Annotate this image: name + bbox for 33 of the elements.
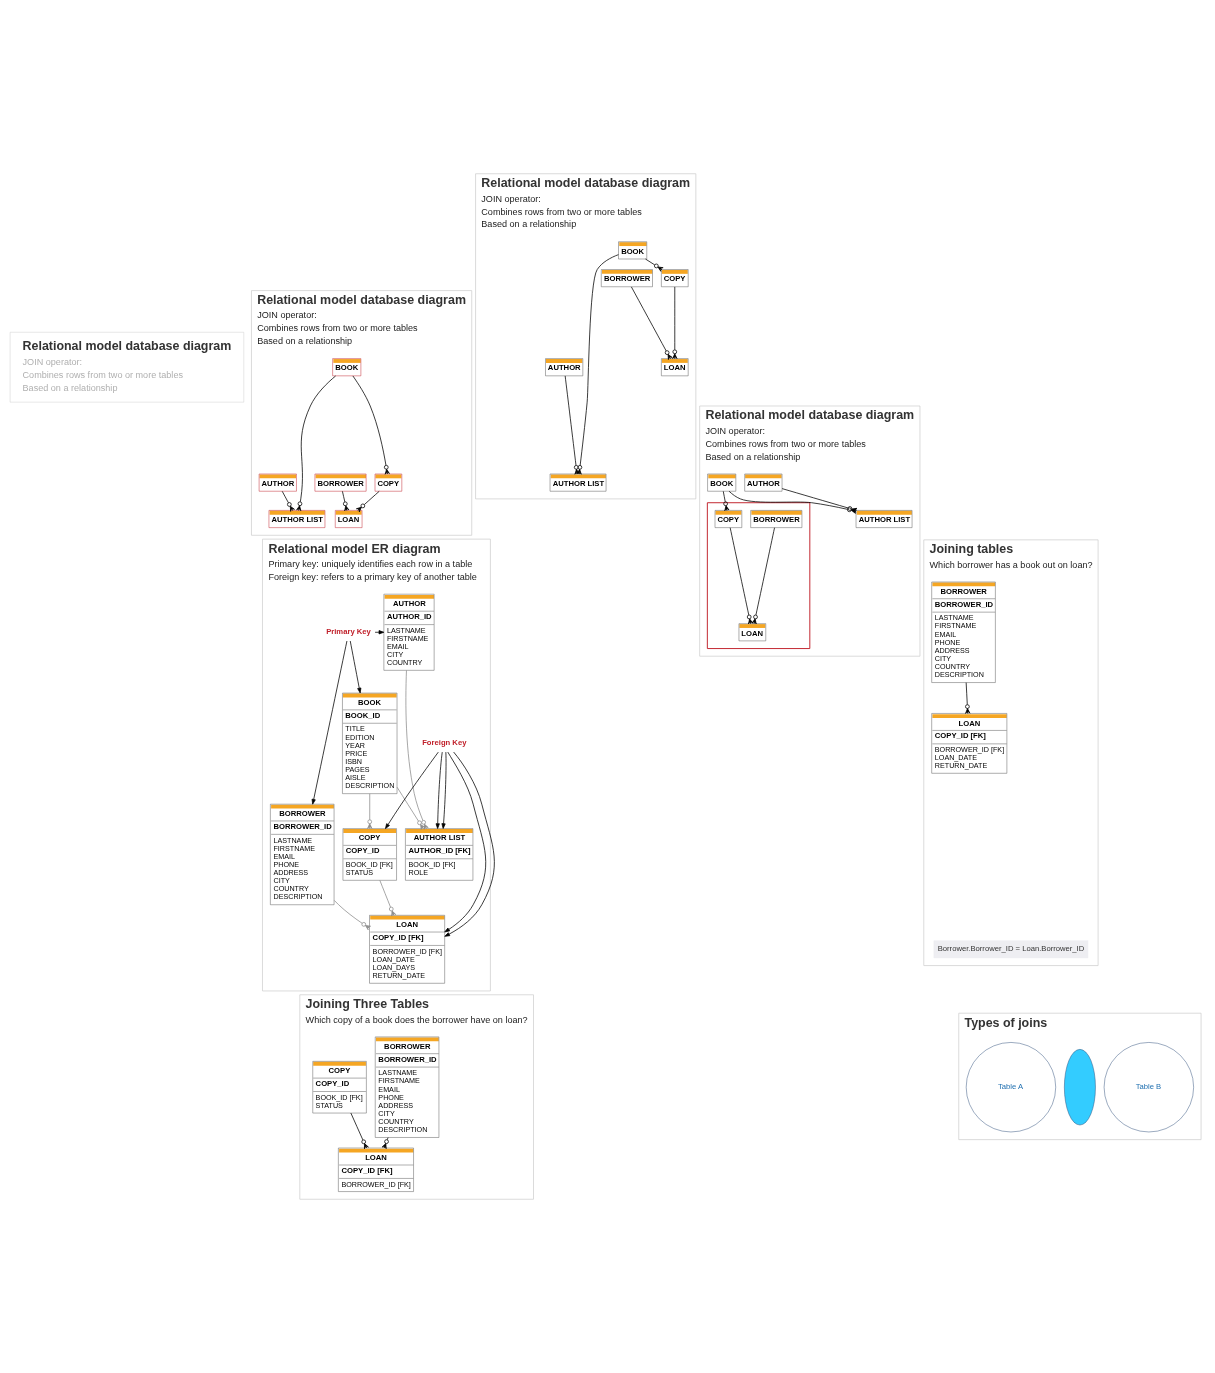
connector: [352, 375, 390, 475]
connector: [367, 793, 373, 829]
connector: [356, 490, 380, 513]
node-text: Foreign Key: [422, 737, 467, 747]
connector: [350, 1112, 369, 1150]
arrow: [435, 751, 443, 829]
connector: [645, 258, 664, 272]
node-text: Primary Key: [326, 626, 371, 636]
node-circle: Table A: [965, 1042, 1056, 1133]
arrow: [444, 751, 495, 937]
node-lens: [1064, 1049, 1096, 1126]
node-circle: Table B: [1103, 1042, 1194, 1133]
connector: [729, 527, 754, 625]
connector: [564, 375, 580, 475]
connector: [631, 286, 673, 360]
connector: [576, 254, 619, 475]
arrow: [374, 630, 385, 635]
connector: [333, 900, 371, 931]
node-box: Relational model database diagram JOIN operator: Combines rows from two or more tables Based on a relationship: [9, 332, 245, 403]
connector: [396, 786, 426, 830]
connector: [281, 490, 295, 512]
connector: [342, 490, 350, 512]
connector: [751, 527, 775, 625]
connector: [722, 490, 730, 512]
arrow: [444, 751, 487, 933]
connector: [296, 375, 337, 512]
arrow: [441, 751, 447, 829]
connector: [965, 682, 971, 714]
arrow: [311, 640, 348, 805]
connector: [381, 1137, 389, 1150]
connector: [379, 879, 397, 917]
connector: [672, 286, 678, 359]
arrow: [349, 640, 362, 694]
